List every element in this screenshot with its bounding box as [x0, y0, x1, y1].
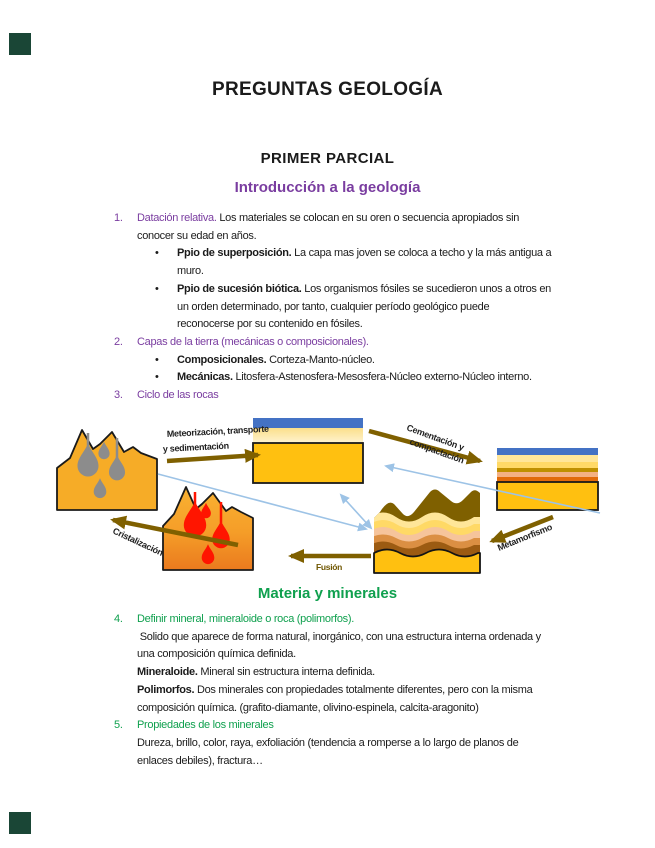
text-segment: Ppio de superposición. — [177, 247, 292, 260]
label-meteorizacion-line2: y sedimentación — [163, 441, 229, 454]
text-segment: muro. — [177, 265, 204, 278]
arrow-sedimentary-to-sediments — [384, 463, 601, 514]
text-segment: Propiedades de los minerales — [137, 719, 274, 732]
text-line: un orden determinado, por tanto, cualqui… — [0, 299, 655, 317]
bullet-icon: • — [155, 247, 159, 260]
text-segment: Definir mineral, mineraloide o roca (pol… — [137, 613, 354, 625]
igneous-rock-illustration — [56, 429, 158, 511]
page-title: PREGUNTAS GEOLOGÍA — [212, 79, 443, 100]
text-segment: Dos minerales con propiedades totalmente… — [194, 683, 533, 696]
text-segment: una composición química definida. — [137, 648, 296, 661]
text-line: enlaces debiles), fractura… — [0, 753, 655, 771]
bullet-icon: • — [155, 353, 159, 366]
section-title-primer-parcial: PRIMER PARCIAL — [260, 150, 395, 167]
text-line: 1. Datación relativa. Los materiales se c… — [0, 210, 655, 228]
text-line: Solido que aparece de forma natural, ino… — [0, 629, 655, 647]
text-segment: Mineraloide. — [137, 666, 198, 679]
label-fusion: Fusión — [316, 562, 342, 572]
sediments-illustration — [252, 418, 364, 484]
bullet-icon: • — [155, 282, 159, 295]
text-line: 5. Propiedades de los minerales — [0, 717, 655, 735]
text-segment: Mineral sin estructura interna definida. — [197, 666, 375, 679]
text-line: • Ppio de superposición. La capa mas jove… — [0, 245, 655, 263]
text-line: una composición química definida. — [0, 646, 655, 664]
rock-cycle-diagram: Meteorización, transporte y sedimentació… — [56, 418, 601, 574]
list-number: 3. — [114, 389, 123, 402]
text-line: composición química. (grafito-diamante, … — [0, 700, 655, 718]
text-line: • Ppio de sucesión biótica. Los organismo… — [0, 281, 655, 299]
text-segment: enlaces debiles), fractura… — [137, 754, 263, 767]
text-segment: Dureza, brillo, color, raya, exfoliación… — [137, 736, 519, 749]
text-segment: reconocerse por su contenido en fósiles. — [177, 318, 363, 331]
magma-illustration — [162, 486, 254, 571]
text-segment: Solido que aparece de forma natural, ino… — [137, 630, 541, 643]
corner-marker-top — [9, 33, 31, 55]
text-segment: un orden determinado, por tanto, cualqui… — [177, 300, 490, 313]
text-line: Mineraloide. Mineral sin estructura inte… — [0, 664, 655, 682]
text-segment: Los materiales se colocan en su oren o s… — [216, 212, 520, 224]
intro-text-block: 1. Datación relativa. Los materiales se c… — [0, 210, 655, 405]
list-number: 1. — [114, 212, 123, 224]
arrow-sediments-metamorphic-double — [339, 493, 373, 530]
corner-marker-bottom — [9, 812, 31, 834]
text-segment: composición química. (grafito-diamante, … — [137, 701, 479, 714]
text-line: • Mecánicas. Litosfera-Astenosfera-Mesosf… — [0, 369, 655, 387]
text-line: Dureza, brillo, color, raya, exfoliación… — [0, 735, 655, 753]
list-number: 5. — [114, 719, 123, 732]
minerales-text-block: 4. Definir mineral, mineraloide o roca (p… — [0, 611, 655, 770]
text-line: Polimorfos. Dos minerales con propiedade… — [0, 682, 655, 700]
text-segment: Mecánicas. — [177, 371, 233, 384]
heading-materia-minerales: Materia y minerales — [257, 585, 398, 602]
text-line: 4. Definir mineral, mineraloide o roca (p… — [0, 611, 655, 629]
text-segment: La capa mas joven se coloca a techo y la… — [291, 247, 552, 260]
list-number: 2. — [114, 335, 123, 348]
text-segment: Ciclo de las rocas — [137, 389, 219, 402]
text-segment: Corteza-Manto-núcleo. — [266, 353, 375, 366]
list-number: 4. — [114, 613, 123, 625]
arrow-metamorfismo — [489, 514, 554, 544]
text-line: • Composicionales. Corteza-Manto-núcleo. — [0, 352, 655, 370]
arrow-cementacion — [368, 428, 483, 465]
text-segment: Capas de la tierra (mecánicas o composic… — [137, 335, 369, 348]
bullet-icon: • — [155, 371, 159, 384]
text-segment: Datación relativa. — [137, 212, 217, 224]
heading-introduccion: Introducción a la geología — [234, 179, 421, 196]
metamorphic-rock-illustration — [373, 489, 481, 574]
text-segment: conocer su edad en años. — [137, 229, 257, 242]
arrow-igneous-to-metamorphic — [157, 473, 368, 532]
text-segment: Los organismos fósiles se sucedieron uno… — [301, 282, 552, 295]
arrow-meteorizacion — [166, 448, 261, 464]
text-segment: Polimorfos. — [137, 683, 195, 696]
text-line: 3. Ciclo de las rocas — [0, 387, 655, 405]
text-line: reconocerse por su contenido en fósiles. — [0, 316, 655, 334]
text-line: conocer su edad en años. — [0, 228, 655, 246]
text-segment: Ppio de sucesión biótica. — [177, 282, 302, 295]
text-segment: Litosfera-Astenosfera-Mesosfera-Núcleo e… — [232, 371, 532, 384]
sedimentary-rock-illustration — [496, 448, 599, 511]
text-segment: Composicionales. — [177, 353, 267, 366]
text-line: muro. — [0, 263, 655, 281]
text-line: 2. Capas de la tierra (mecánicas o compos… — [0, 334, 655, 352]
arrow-cristalizacion — [110, 515, 239, 548]
